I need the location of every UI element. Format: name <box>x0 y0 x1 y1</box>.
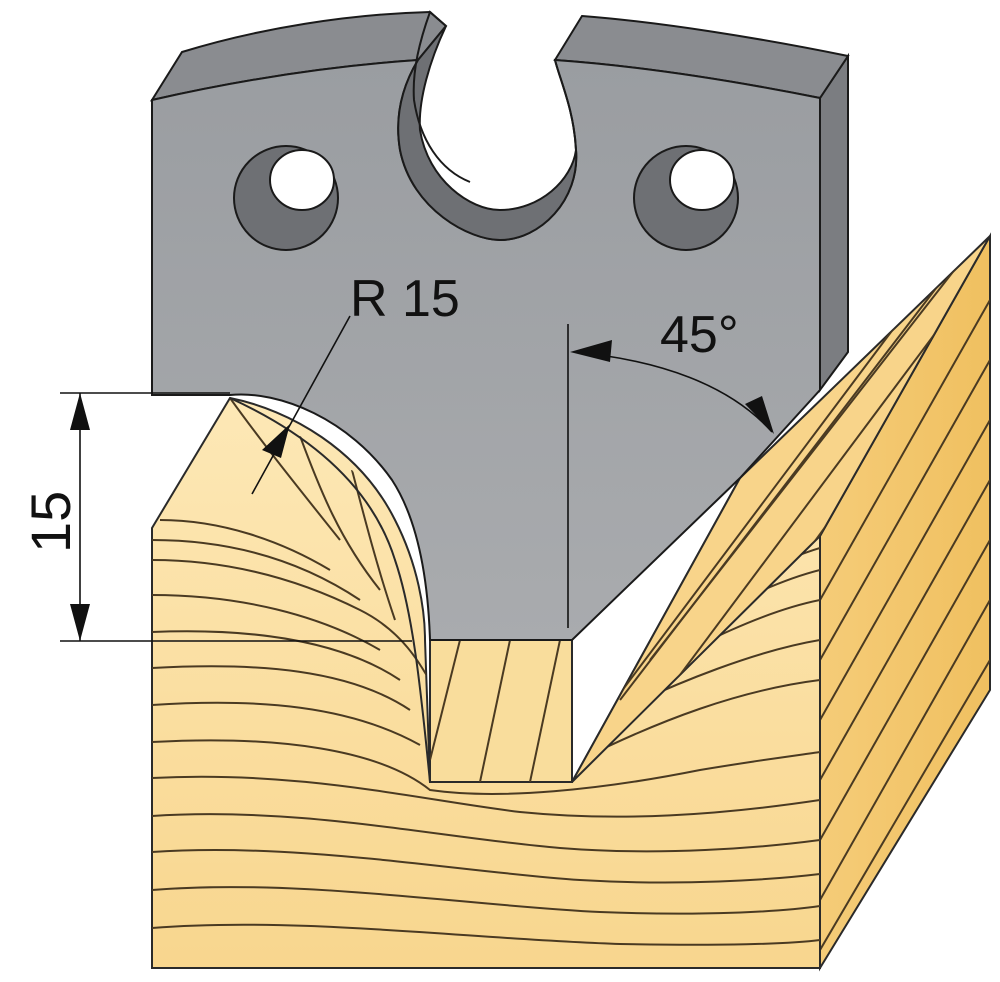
arrow-angle-right <box>745 396 774 434</box>
wood-groove-bottom <box>429 639 573 783</box>
knife-side-face <box>819 52 849 394</box>
angle-label: 45° <box>660 306 739 364</box>
knife-slot-shadow <box>397 25 578 242</box>
wood-cove-edge <box>229 397 431 783</box>
knife-slot-inner <box>412 10 471 183</box>
wood-bevel-face <box>571 235 991 783</box>
wood-front-grain <box>152 398 820 946</box>
wood-groove-bottom-grain <box>430 640 561 782</box>
arrow-height-bottom <box>70 604 90 641</box>
arrow-angle-left <box>570 340 612 362</box>
dimension-lines <box>60 315 773 642</box>
dimension-arrows <box>70 340 774 641</box>
wood-side-grain <box>820 299 990 951</box>
radius-label: R 15 <box>350 270 460 328</box>
radius-leader <box>251 315 351 495</box>
knife-hole-right <box>633 145 739 251</box>
wood-block <box>151 232 991 972</box>
steel-knife <box>149 10 850 641</box>
wood-front-face <box>151 396 821 969</box>
arrow-radius <box>262 424 290 458</box>
height-label: 15 <box>19 491 82 553</box>
arrow-height-top <box>70 393 90 430</box>
knife-hole-left <box>233 145 339 251</box>
